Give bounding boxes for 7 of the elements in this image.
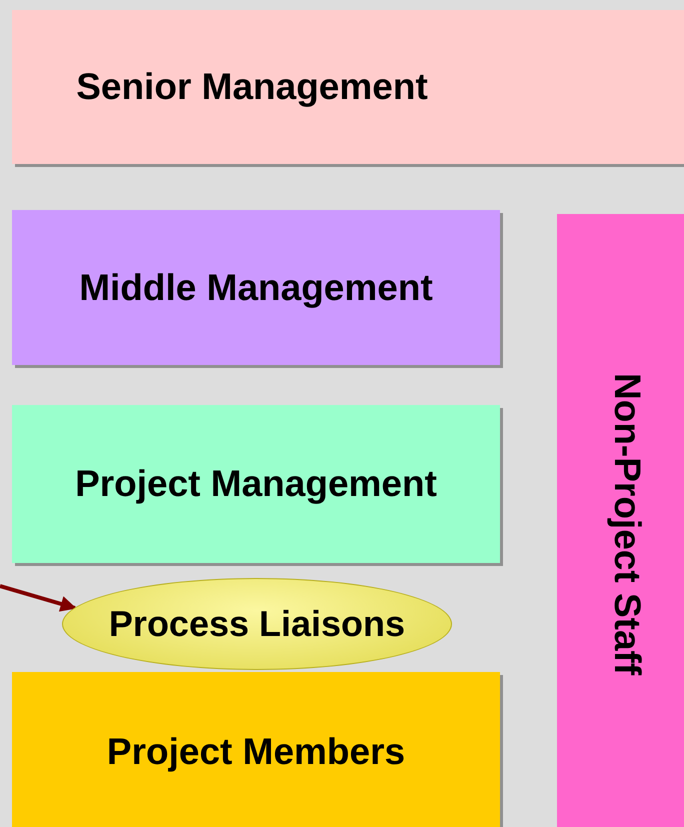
layer-box: Project Management [12,405,500,563]
layer-box: Project Members [12,672,500,827]
layer-box: Non-Project Staff [557,214,684,827]
liaison-ellipse: Process Liaisons [62,578,452,670]
arrow [0,584,77,612]
layer-box: Senior Management [12,10,684,164]
layer-box: Middle Management [12,210,500,365]
